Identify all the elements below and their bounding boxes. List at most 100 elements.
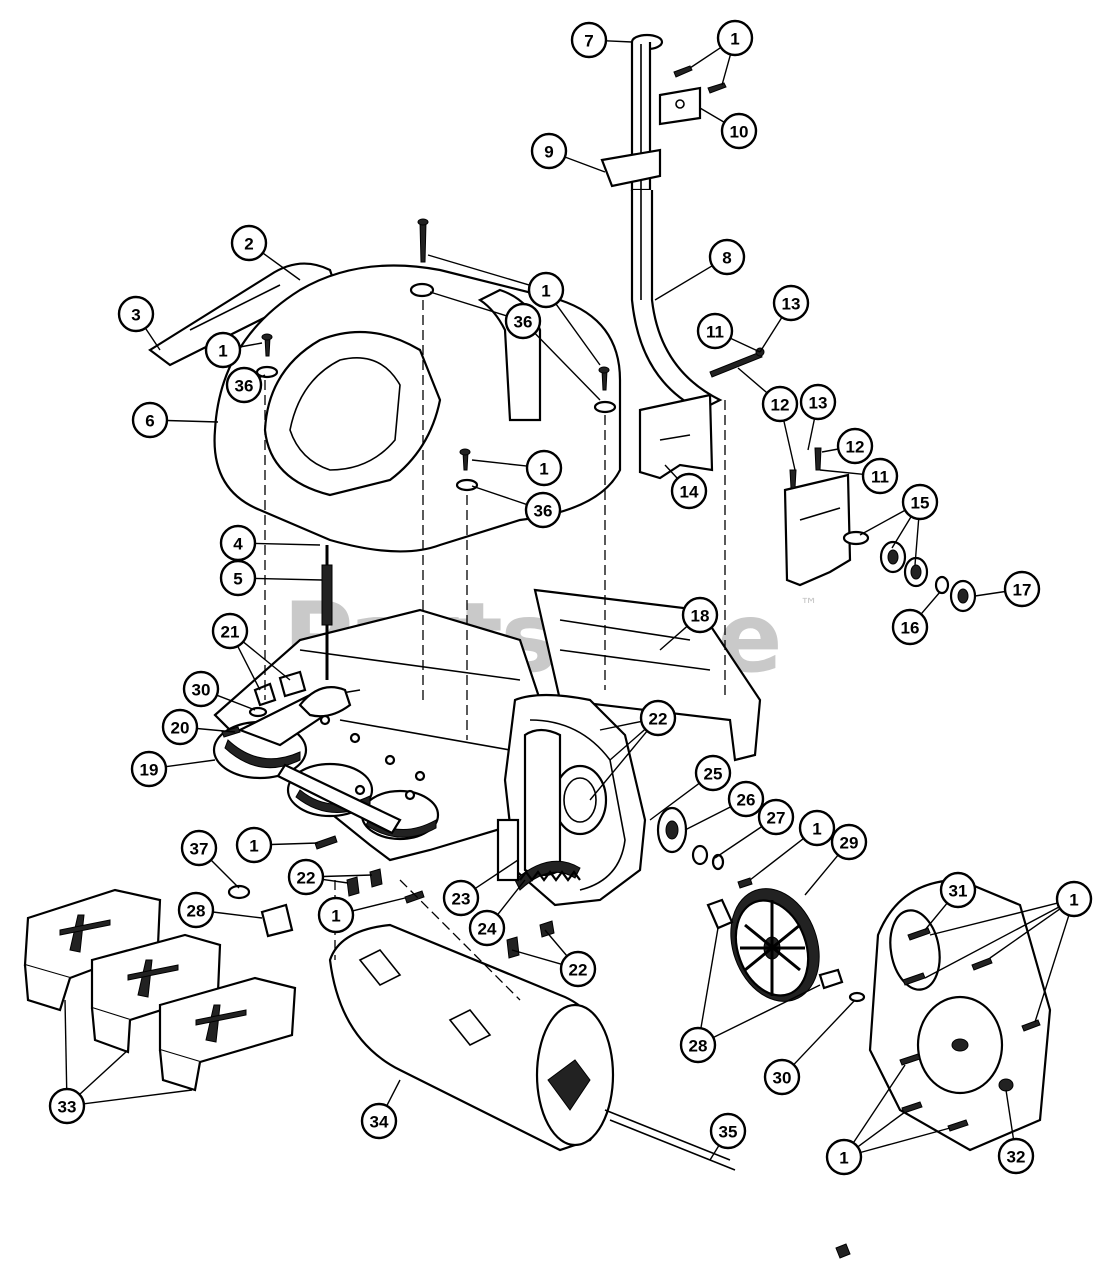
part-callout[interactable]: 5: [219, 559, 257, 597]
part-callout[interactable]: 20: [161, 708, 199, 746]
leader-line: [737, 367, 768, 394]
callout-circle: [524, 491, 562, 529]
part-callout[interactable]: 10: [720, 112, 758, 150]
callout-circle: [772, 284, 810, 322]
part-callout[interactable]: 15: [901, 483, 939, 521]
leader-line: [79, 1049, 129, 1096]
part-callout[interactable]: 25: [694, 754, 732, 792]
callout-circle: [525, 449, 563, 487]
leader-line: [924, 902, 948, 931]
callout-circle: [798, 809, 836, 847]
part-callout[interactable]: 1: [1055, 880, 1093, 918]
callout-label: 4: [233, 535, 243, 554]
part-callout[interactable]: 30: [182, 670, 220, 708]
part-callout[interactable]: 26: [727, 780, 765, 818]
part-callout[interactable]: 14: [670, 472, 708, 510]
callout-circle: [825, 1138, 863, 1176]
leader-line: [857, 1111, 906, 1148]
leader-line: [924, 906, 1060, 979]
spring: [519, 870, 581, 882]
part-callout[interactable]: 6: [131, 401, 169, 439]
part-callout[interactable]: 37: [180, 829, 218, 867]
part-callout[interactable]: 7: [570, 21, 608, 59]
part-callout[interactable]: 28: [679, 1026, 717, 1064]
leader-line: [599, 720, 642, 731]
part-callout[interactable]: 32: [997, 1137, 1035, 1175]
part-callout[interactable]: 1: [317, 896, 355, 934]
part-callout[interactable]: 33: [48, 1087, 86, 1125]
part-callout[interactable]: 9: [530, 132, 568, 170]
leader-line: [322, 874, 373, 878]
part-callout[interactable]: 19: [130, 750, 168, 788]
part-callout[interactable]: 16: [891, 608, 929, 646]
part-callout[interactable]: 13: [799, 383, 837, 421]
callout-circle: [177, 891, 215, 929]
part-callout[interactable]: 29: [830, 823, 868, 861]
part-callout[interactable]: 24: [468, 909, 506, 947]
leader-line: [700, 927, 719, 1029]
part-callout[interactable]: 31: [939, 871, 977, 909]
part-callout[interactable]: 4: [219, 524, 257, 562]
callout-circle: [757, 798, 795, 836]
washer: [255, 365, 279, 379]
part-callout[interactable]: 1: [527, 271, 565, 309]
part-callout[interactable]: 8: [708, 238, 746, 276]
callout-label: 30: [773, 1069, 792, 1088]
callout-circle: [681, 596, 719, 634]
part-callout[interactable]: 36: [524, 491, 562, 529]
leader-line: [1005, 1089, 1015, 1140]
part-callout[interactable]: 13: [772, 284, 810, 322]
part-callout[interactable]: 34: [360, 1102, 398, 1140]
part-callout[interactable]: 21: [211, 612, 249, 650]
callout-circle: [709, 1112, 747, 1150]
leader-line: [254, 577, 323, 581]
part-callout[interactable]: 11: [696, 312, 734, 350]
part-callout[interactable]: 2: [230, 224, 268, 262]
leader-line: [497, 879, 526, 916]
callout-label: 6: [145, 412, 154, 431]
part-callout[interactable]: 22: [559, 950, 597, 988]
callout-label: 37: [190, 840, 209, 859]
part-callout[interactable]: 35: [709, 1112, 747, 1150]
part-callout[interactable]: 28: [177, 891, 215, 929]
part-callout[interactable]: 1: [204, 331, 242, 369]
callout-circle: [639, 699, 677, 737]
callout-label: 13: [809, 394, 828, 413]
leader-line: [989, 908, 1061, 959]
callout-circle: [504, 302, 542, 340]
part-callout[interactable]: 18: [681, 596, 719, 634]
callout-circle: [204, 331, 242, 369]
callout-label: 9: [544, 143, 553, 162]
part-callout[interactable]: 11: [861, 457, 899, 495]
callout-circle: [117, 295, 155, 333]
part-callout[interactable]: 27: [757, 798, 795, 836]
callout-circle: [763, 1058, 801, 1096]
callout-label: 1: [539, 460, 548, 479]
part-callout[interactable]: 1: [716, 19, 754, 57]
callout-label: 20: [171, 719, 190, 738]
callout-label: 1: [730, 30, 739, 49]
part-callout[interactable]: 36: [504, 302, 542, 340]
callout-label: 2: [244, 235, 253, 254]
leader-line: [471, 459, 528, 467]
part-callout[interactable]: 3: [117, 295, 155, 333]
callout-label: 16: [901, 619, 920, 638]
leader-line: [721, 54, 732, 86]
part-callout[interactable]: 23: [442, 879, 480, 917]
part-callout[interactable]: 12: [761, 385, 799, 423]
callout-circle: [670, 472, 708, 510]
part-callout[interactable]: 1: [235, 826, 273, 864]
part-callout[interactable]: 22: [639, 699, 677, 737]
callout-label: 28: [187, 902, 206, 921]
side-bracket: [638, 393, 714, 480]
part-callout[interactable]: 1: [798, 809, 836, 847]
part-callout[interactable]: 12: [836, 427, 874, 465]
part-callout[interactable]: 36: [225, 366, 263, 404]
part-callout[interactable]: 1: [825, 1138, 863, 1176]
callout-label: 24: [478, 920, 497, 939]
part-callout[interactable]: 1: [525, 449, 563, 487]
part-callout[interactable]: 30: [763, 1058, 801, 1096]
part-callout[interactable]: 22: [287, 858, 325, 896]
leader-line: [804, 854, 839, 896]
part-callout[interactable]: 17: [1003, 570, 1041, 608]
